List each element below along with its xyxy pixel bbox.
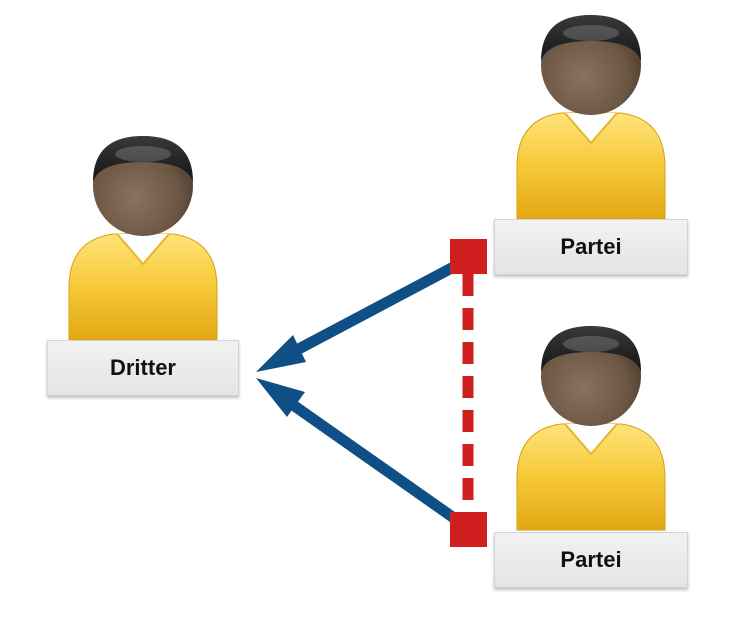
link-endpoint-top <box>450 239 487 274</box>
node-label-text: Dritter <box>109 355 176 380</box>
arrowhead-bottom <box>256 378 305 417</box>
node-label-partei-top: Partei <box>494 219 688 275</box>
node-label-partei-bottom: Partei <box>494 532 688 588</box>
person-icon-partei-bottom <box>516 325 666 531</box>
node-label-text: Partei <box>560 547 622 572</box>
person-icon-partei-top <box>516 14 666 220</box>
node-label-text: Partei <box>560 234 622 259</box>
person-icon-dritter <box>68 135 218 341</box>
link-endpoint-bottom <box>450 512 487 547</box>
arrow-partei-bottom-to-dritter <box>272 388 465 528</box>
node-label-dritter: Dritter <box>47 340 239 396</box>
arrowhead-top <box>256 335 306 372</box>
arrow-partei-top-to-dritter <box>273 258 464 366</box>
